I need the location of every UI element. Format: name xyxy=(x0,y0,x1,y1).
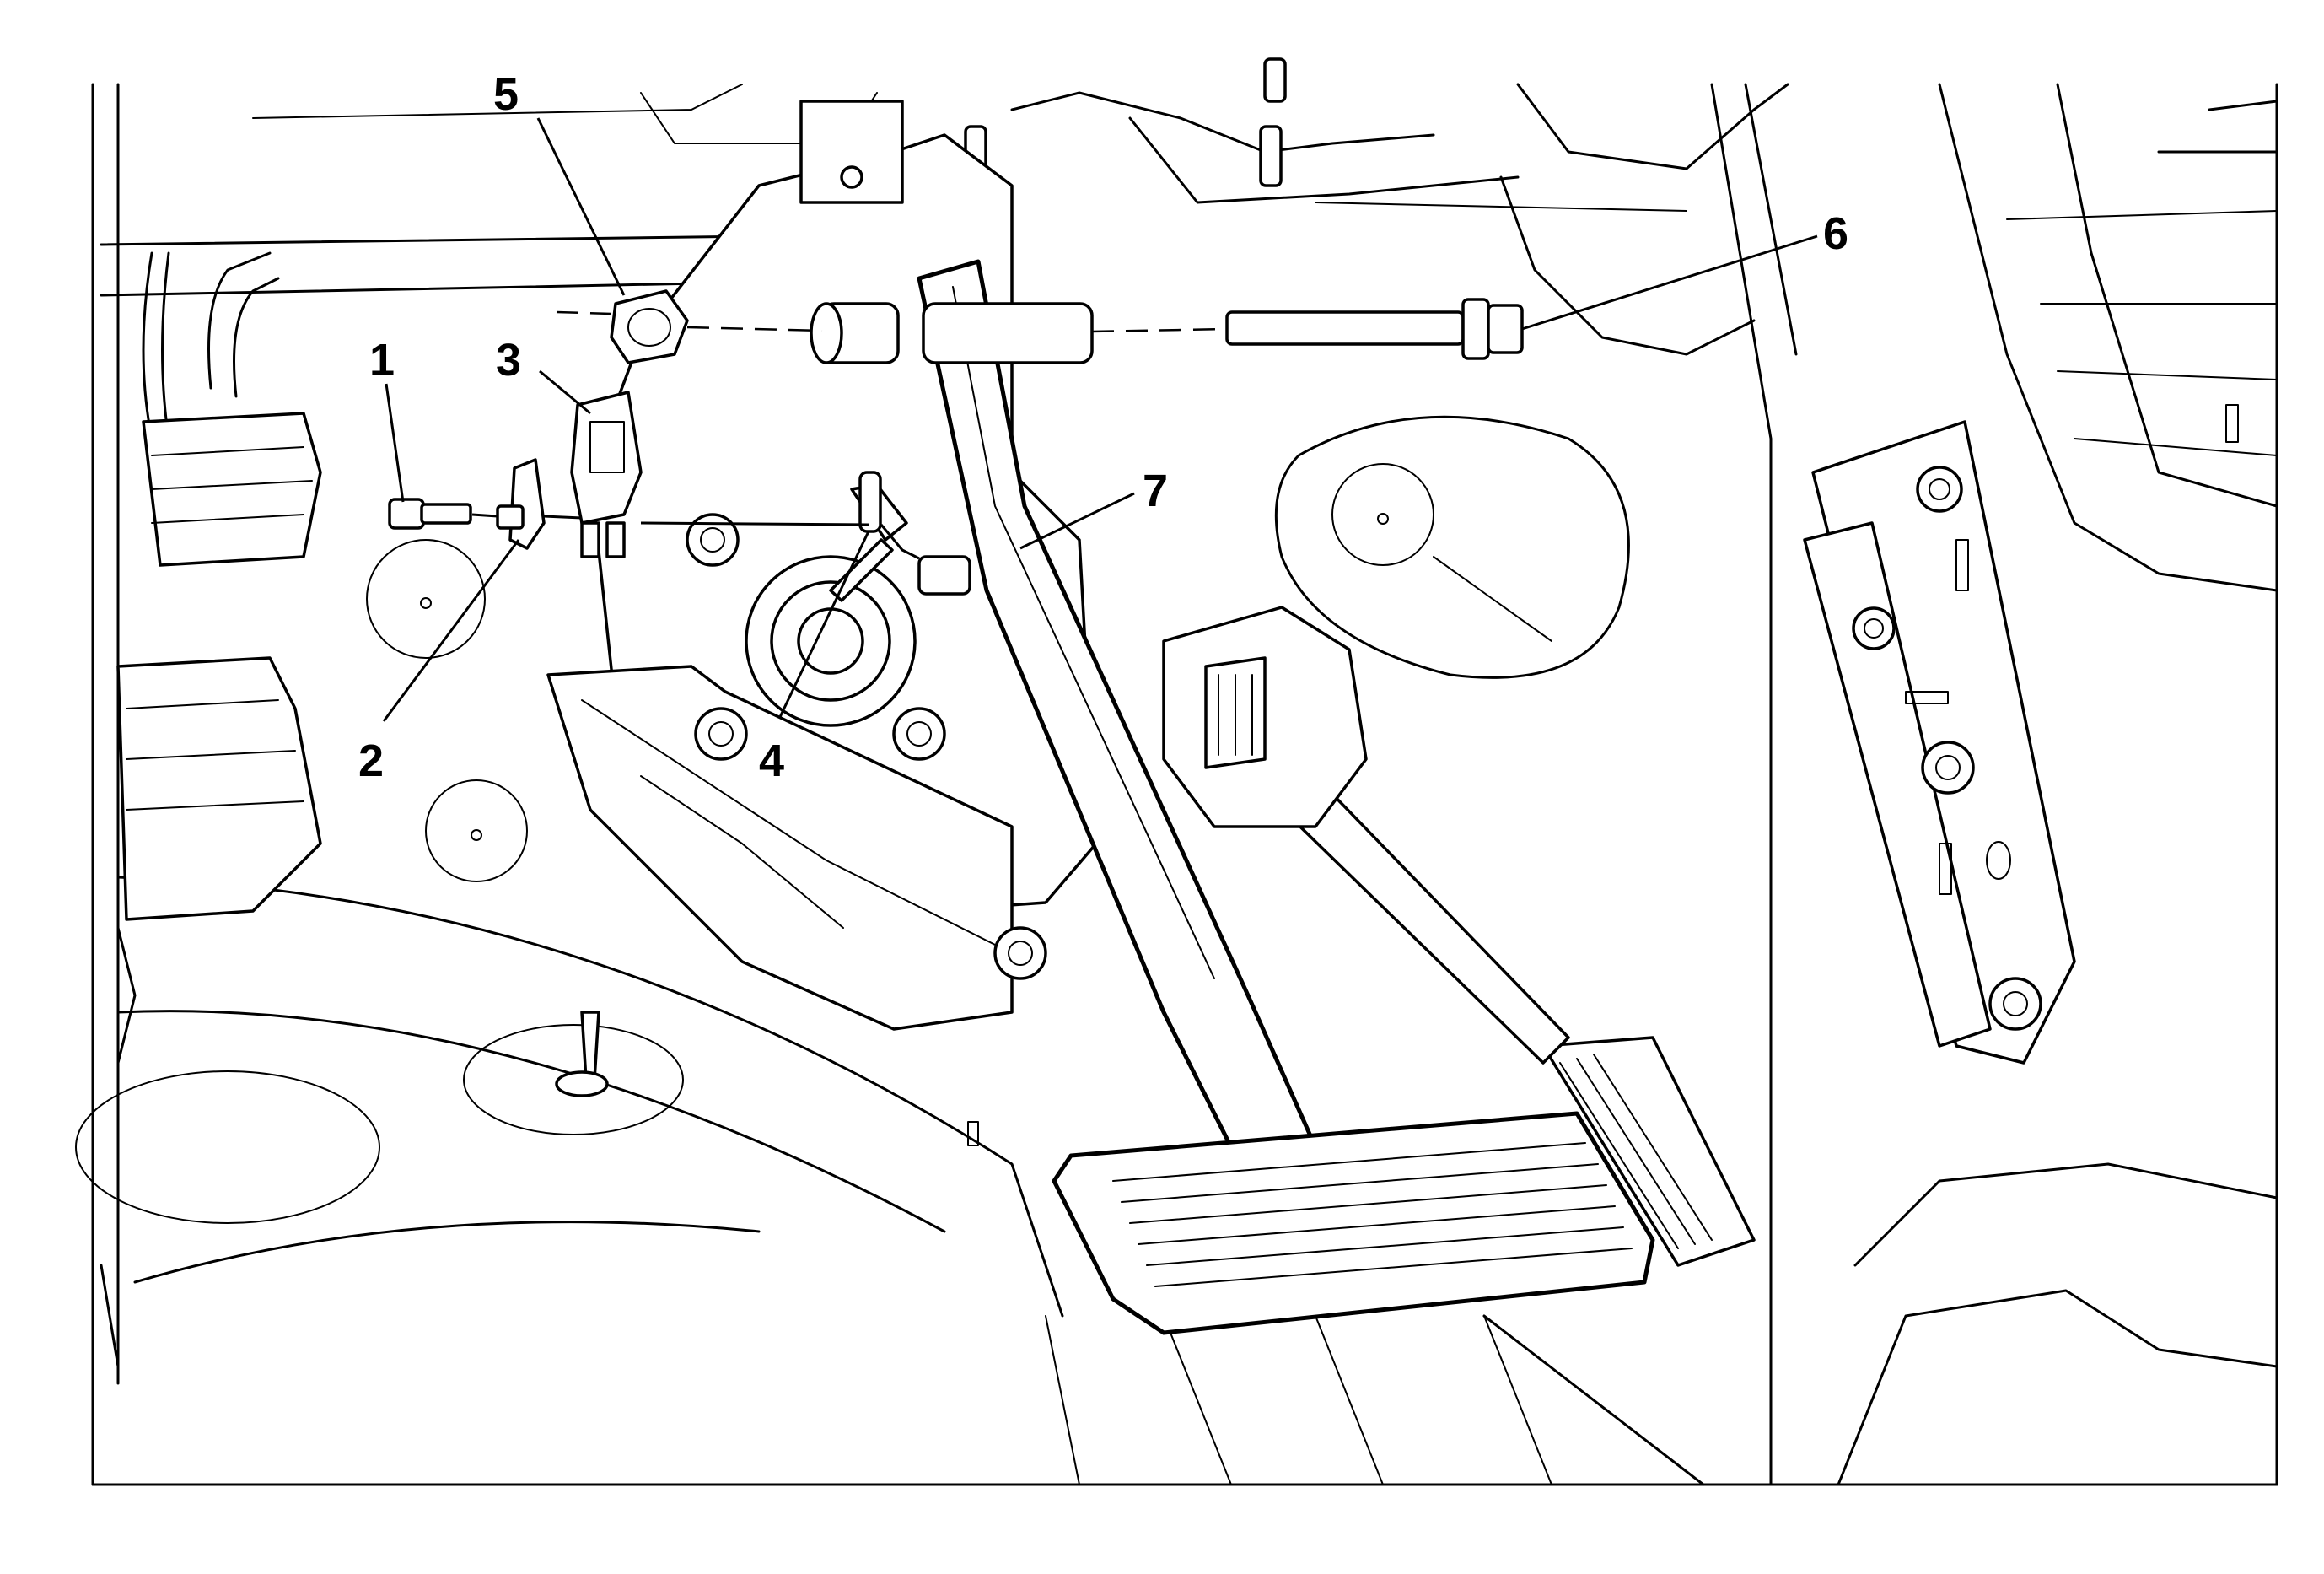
callout-5: 5 xyxy=(493,69,519,120)
stoplamp-switch xyxy=(570,391,643,558)
callout-2: 2 xyxy=(358,736,384,786)
callout-4: 4 xyxy=(759,736,784,786)
switch-clip xyxy=(496,458,546,550)
callout-labels: 1 2 3 4 5 6 7 xyxy=(358,69,1848,786)
pivot-nut xyxy=(610,289,689,364)
exploded-parts xyxy=(388,289,1524,602)
clip-bolt xyxy=(388,498,472,530)
callout-leaders xyxy=(382,117,1818,722)
callout-7: 7 xyxy=(1143,466,1168,516)
pushrod-pin xyxy=(829,471,971,602)
alignment-lines xyxy=(471,310,1228,560)
callout-1: 1 xyxy=(369,335,395,385)
pivot-bolt xyxy=(1225,298,1524,360)
callout-3: 3 xyxy=(496,335,521,385)
callout-6: 6 xyxy=(1823,208,1848,259)
pedal-bushing xyxy=(810,302,1094,364)
body-structure xyxy=(75,57,2278,1486)
